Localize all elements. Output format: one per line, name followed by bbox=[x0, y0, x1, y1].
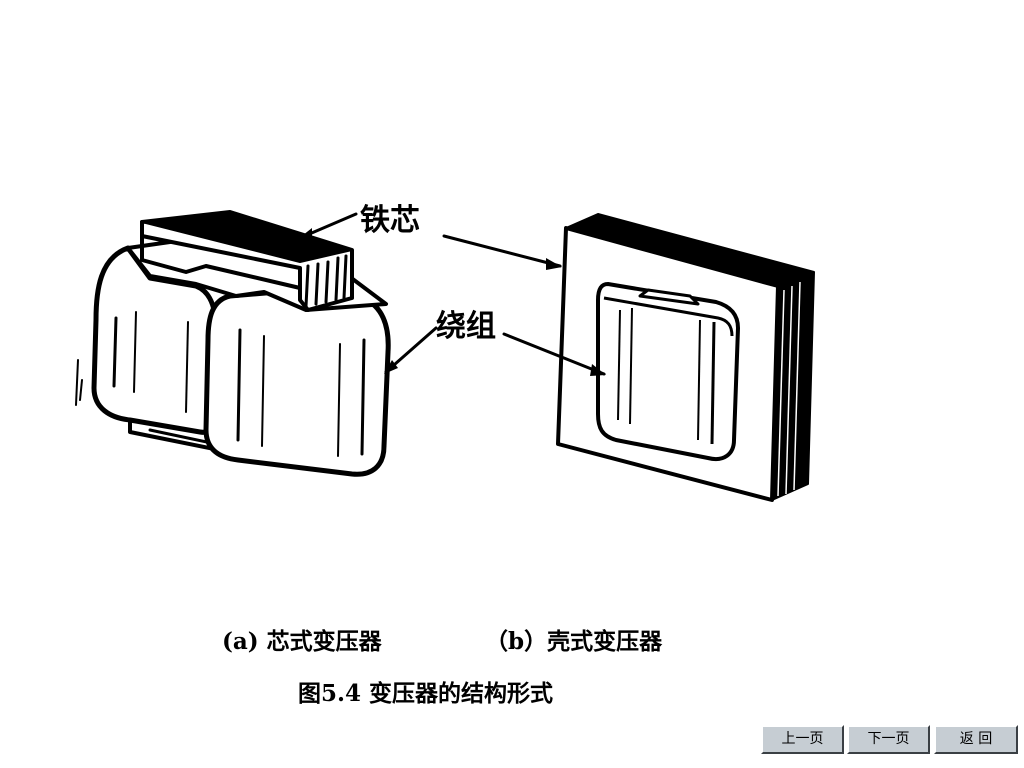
core-type-transformer bbox=[75, 210, 391, 477]
caption-core-type: (a) 芯式变压器 bbox=[222, 628, 382, 655]
label-iron-core: 铁芯 bbox=[360, 203, 420, 238]
prev-page-button[interactable]: 上一页 bbox=[761, 725, 844, 754]
label-winding: 绕组 bbox=[436, 309, 496, 344]
figure-title: 图5.4 变压器的结构形式 bbox=[298, 680, 554, 707]
return-button[interactable]: 返 回 bbox=[934, 725, 1018, 754]
next-page-button[interactable]: 下一页 bbox=[847, 725, 930, 754]
shell-type-transformer bbox=[556, 213, 815, 502]
caption-shell-type: （b）壳式变压器 bbox=[485, 628, 663, 655]
arrow-heads bbox=[298, 228, 606, 376]
